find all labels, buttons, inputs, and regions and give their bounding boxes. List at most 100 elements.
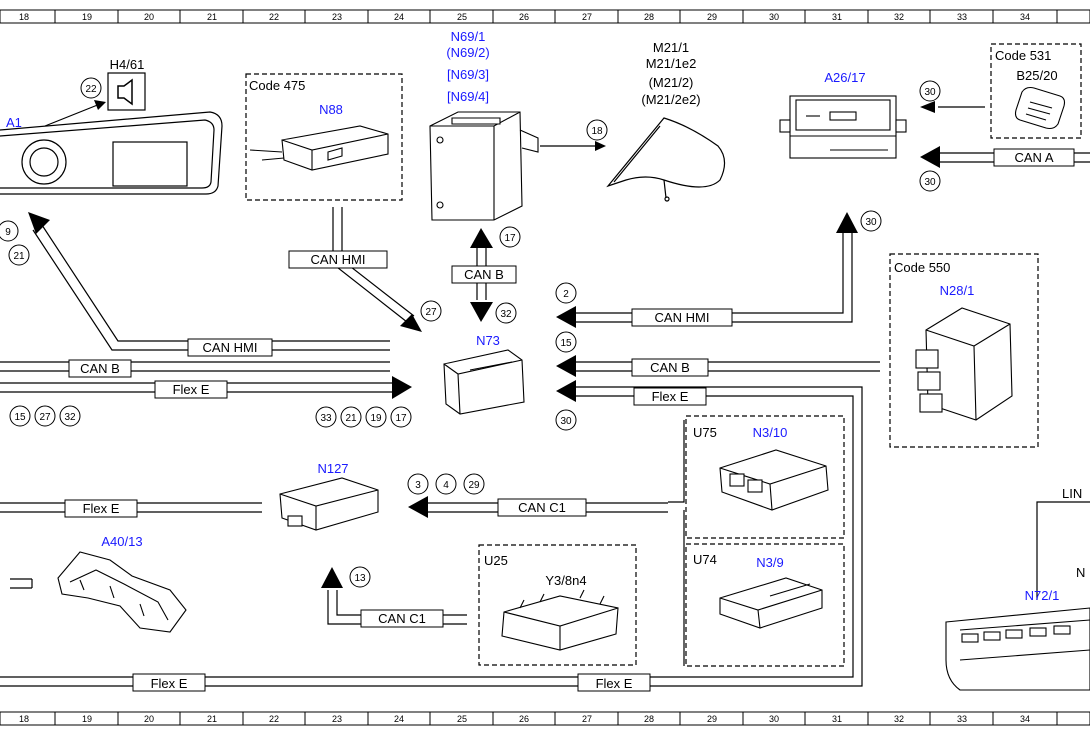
bus-can-hmi-1-label: CAN HMI (203, 340, 258, 355)
label-n69-2: (N69/2) (446, 45, 489, 60)
ruler-bottom-34: 34 (1020, 714, 1030, 724)
label-code531: Code 531 (995, 48, 1051, 63)
label-h4-61: H4/61 (110, 57, 145, 72)
ruler-top-20: 20 (144, 12, 154, 22)
arrow-up-n127 (321, 567, 343, 588)
ruler-top-29: 29 (707, 12, 717, 22)
arrow-up-n69 (470, 228, 493, 248)
component-labels: A1 H4/61 Code 475 N88 N69/1 (N69/2) [N69… (6, 29, 1085, 603)
label-n3-10: N3/10 (753, 425, 788, 440)
label-n73: N73 (476, 333, 500, 348)
ruler-top-18: 18 (19, 12, 29, 22)
ref-15-a-text: 15 (560, 338, 572, 349)
bus-can-hmi-3-label: CAN HMI (655, 310, 710, 325)
ref-21-b-text: 21 (345, 413, 357, 424)
ref-29-text: 29 (468, 480, 480, 491)
ruler-top-26: 26 (519, 12, 529, 22)
ruler-bottom-28: 28 (644, 714, 654, 724)
label-a26-17: A26/17 (824, 70, 865, 85)
ref-30-a-text: 30 (924, 87, 936, 98)
label-m21-2: (M21/2) (649, 75, 694, 90)
ruler-bottom-24: 24 (394, 714, 404, 724)
reference-numbers: 22 30 30 18 30 17 32 27 2 15 30 9 21 15 … (5, 84, 936, 584)
label-n-partial: N (1076, 565, 1085, 580)
ref-4-text: 4 (443, 480, 449, 491)
label-m21-1e2: M21/1e2 (646, 56, 697, 71)
ref-18 (586, 119, 608, 141)
ref-29 (463, 473, 485, 495)
ref-13-text: 13 (354, 573, 366, 584)
ref-32-a (495, 302, 517, 324)
bus-can-b-3-label: CAN B (650, 360, 690, 375)
ruler-bottom-22: 22 (269, 714, 279, 724)
arrow-can-hmi-right (556, 306, 576, 328)
bus-flex-e-5-label: Flex E (596, 676, 633, 691)
ruler-bottom-32: 32 (894, 714, 904, 724)
bottom-ruler: 18 19 20 21 22 23 24 25 26 27 28 29 30 3… (0, 711, 1090, 726)
ref-22 (80, 77, 102, 99)
n3-9-module (719, 577, 823, 629)
label-code550: Code 550 (894, 260, 950, 275)
ref-22-text: 22 (85, 84, 97, 95)
arrow-can-b-right (556, 355, 576, 377)
label-n69-3: [N69/3] (447, 67, 489, 82)
ruler-top-21: 21 (207, 12, 217, 22)
ref-27-b (34, 405, 56, 427)
label-y3-8n4: Y3/8n4 (545, 573, 586, 588)
ref-17-a-text: 17 (504, 233, 516, 244)
ref-13 (349, 566, 371, 588)
bus-can-hmi-2-label: CAN HMI (311, 252, 366, 267)
ruler-top-27: 27 (582, 12, 592, 22)
ref-2-text: 2 (563, 289, 569, 300)
label-n69-4: [N69/4] (447, 89, 489, 104)
ref-30-b-text: 30 (924, 177, 936, 188)
arrow-can-a (920, 146, 940, 168)
arrow-a1 (28, 212, 50, 234)
ruler-bottom-23: 23 (332, 714, 342, 724)
ruler-top-25: 25 (457, 12, 467, 22)
n72-1-module (945, 607, 1090, 691)
ref-4 (435, 473, 457, 495)
bus-can-b-2-label: CAN B (464, 267, 504, 282)
ref-27-a (420, 300, 442, 322)
arrow-h4 (94, 100, 106, 110)
label-u75: U75 (693, 425, 717, 440)
ref-30-c-text: 30 (865, 217, 877, 228)
n127-module (279, 477, 379, 531)
label-u25: U25 (484, 553, 508, 568)
ruler-top-33: 33 (957, 12, 967, 22)
ruler-bottom-25: 25 (457, 714, 467, 724)
arrow-flex-e-right (556, 380, 576, 402)
top-ruler: 18 19 20 21 22 23 24 25 26 27 28 29 30 3… (0, 9, 1090, 24)
arrow-can-hmi-n73 (400, 314, 422, 332)
ref-18-text: 18 (591, 126, 603, 137)
ruler-top-31: 31 (832, 12, 842, 22)
ref-30-c (860, 210, 882, 232)
label-n3-9: N3/9 (756, 555, 783, 570)
label-n88: N88 (319, 102, 343, 117)
arrow-flex-e-n73 (392, 376, 412, 399)
code531-box (990, 43, 1082, 139)
arrow-m21 (595, 141, 606, 151)
u74-box (685, 543, 845, 667)
label-m21-1: M21/1 (653, 40, 689, 55)
speaker-icon (107, 72, 146, 111)
ref-30-d (555, 409, 577, 431)
ruler-top-34: 34 (1020, 12, 1030, 22)
ref-17-b-text: 17 (395, 413, 407, 424)
bus-flex-e-1-label: Flex E (173, 382, 210, 397)
ruler-top-28: 28 (644, 12, 654, 22)
ref-15-b-text: 15 (14, 412, 26, 423)
ruler-bottom-26: 26 (519, 714, 529, 724)
ruler-bottom-31: 31 (832, 714, 842, 724)
ref-33-text: 33 (320, 413, 332, 424)
ruler-top-23: 23 (332, 12, 342, 22)
ref-17-a (499, 226, 521, 248)
ref-27-b-text: 27 (39, 412, 51, 423)
ref-19-text: 19 (370, 413, 382, 424)
ruler-top-32: 32 (894, 12, 904, 22)
bus-flex-e-2-label: Flex E (652, 389, 689, 404)
code550-box (889, 253, 1039, 448)
ref-17-b (390, 406, 412, 428)
